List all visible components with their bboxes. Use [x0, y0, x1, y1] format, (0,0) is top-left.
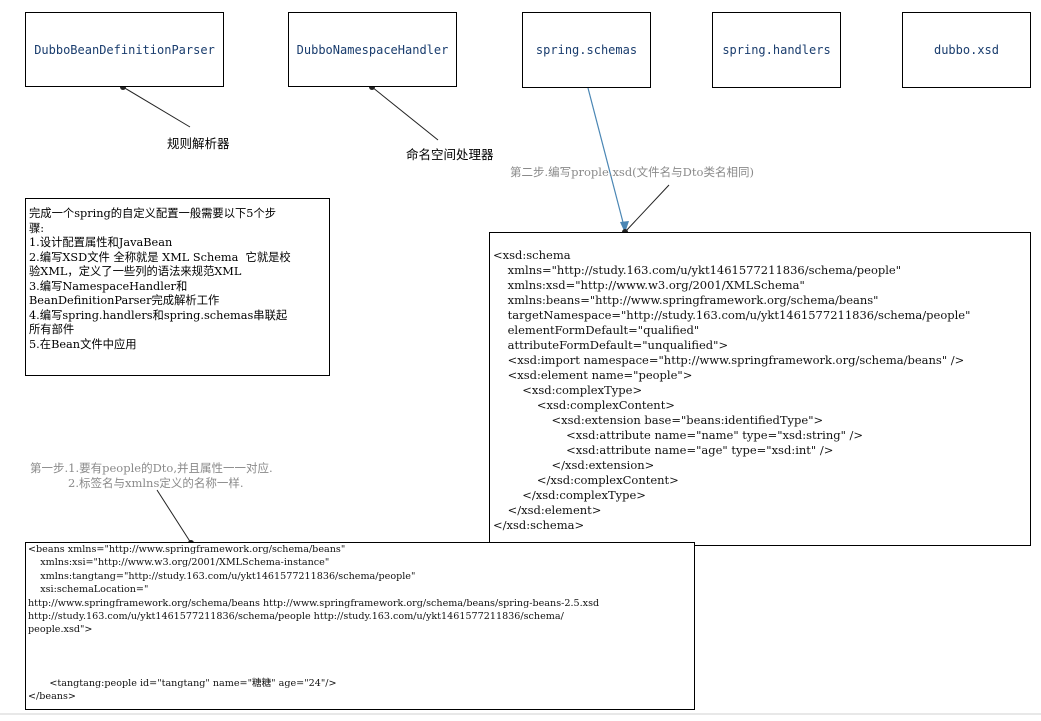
step1-note-line1: 第一步.1.要有people的Dto,并且属性一一对应.: [30, 461, 273, 475]
node-label: spring.handlers: [722, 43, 831, 57]
node-label: DubboNamespaceHandler: [296, 42, 449, 57]
node-label: spring.schemas: [535, 43, 638, 57]
schemas-arrowhead: [620, 221, 629, 233]
steps-text: 完成一个spring的自定义配置一般需要以下5个步 骤: 1.设计配置属性和Ja…: [29, 207, 291, 351]
xsd-code-box[interactable]: <xsd:schema xmlns="http://study.163.com/…: [489, 232, 1031, 546]
step1-note-line2: 2.标签名与xmlns定义的名称一样.: [68, 476, 244, 490]
step2-note: 第二步.编写prople.xsd(文件名与Dto类名相同): [510, 165, 754, 179]
xsd-code: <xsd:schema xmlns="http://study.163.com/…: [493, 248, 971, 532]
node-label: dubbo.xsd: [933, 43, 1000, 57]
handler-note: 命名空间处理器: [406, 147, 494, 162]
node-dubbo-namespace-handler[interactable]: DubboNamespaceHandler: [288, 12, 457, 87]
beans-code: <beans xmlns="http://www.springframework…: [28, 544, 600, 703]
node-spring-handlers[interactable]: spring.handlers: [712, 12, 841, 88]
node-label: DubboBeanDefinitionParser: [34, 42, 215, 57]
steps-box[interactable]: 完成一个spring的自定义配置一般需要以下5个步 骤: 1.设计配置属性和Ja…: [25, 198, 330, 376]
parser-connector: [122, 86, 191, 128]
handler-connector: [371, 86, 439, 141]
step1-connector: [156, 489, 192, 544]
schemas-arrow: [587, 87, 626, 231]
node-dubbo-bean-definition-parser[interactable]: DubboBeanDefinitionParser: [25, 12, 224, 87]
step2-connector: [624, 184, 670, 233]
beans-code-box[interactable]: <beans xmlns="http://www.springframework…: [25, 542, 695, 710]
node-spring-schemas[interactable]: spring.schemas: [522, 12, 651, 88]
parser-note: 规则解析器: [167, 136, 230, 151]
node-dubbo-xsd[interactable]: dubbo.xsd: [902, 12, 1031, 88]
